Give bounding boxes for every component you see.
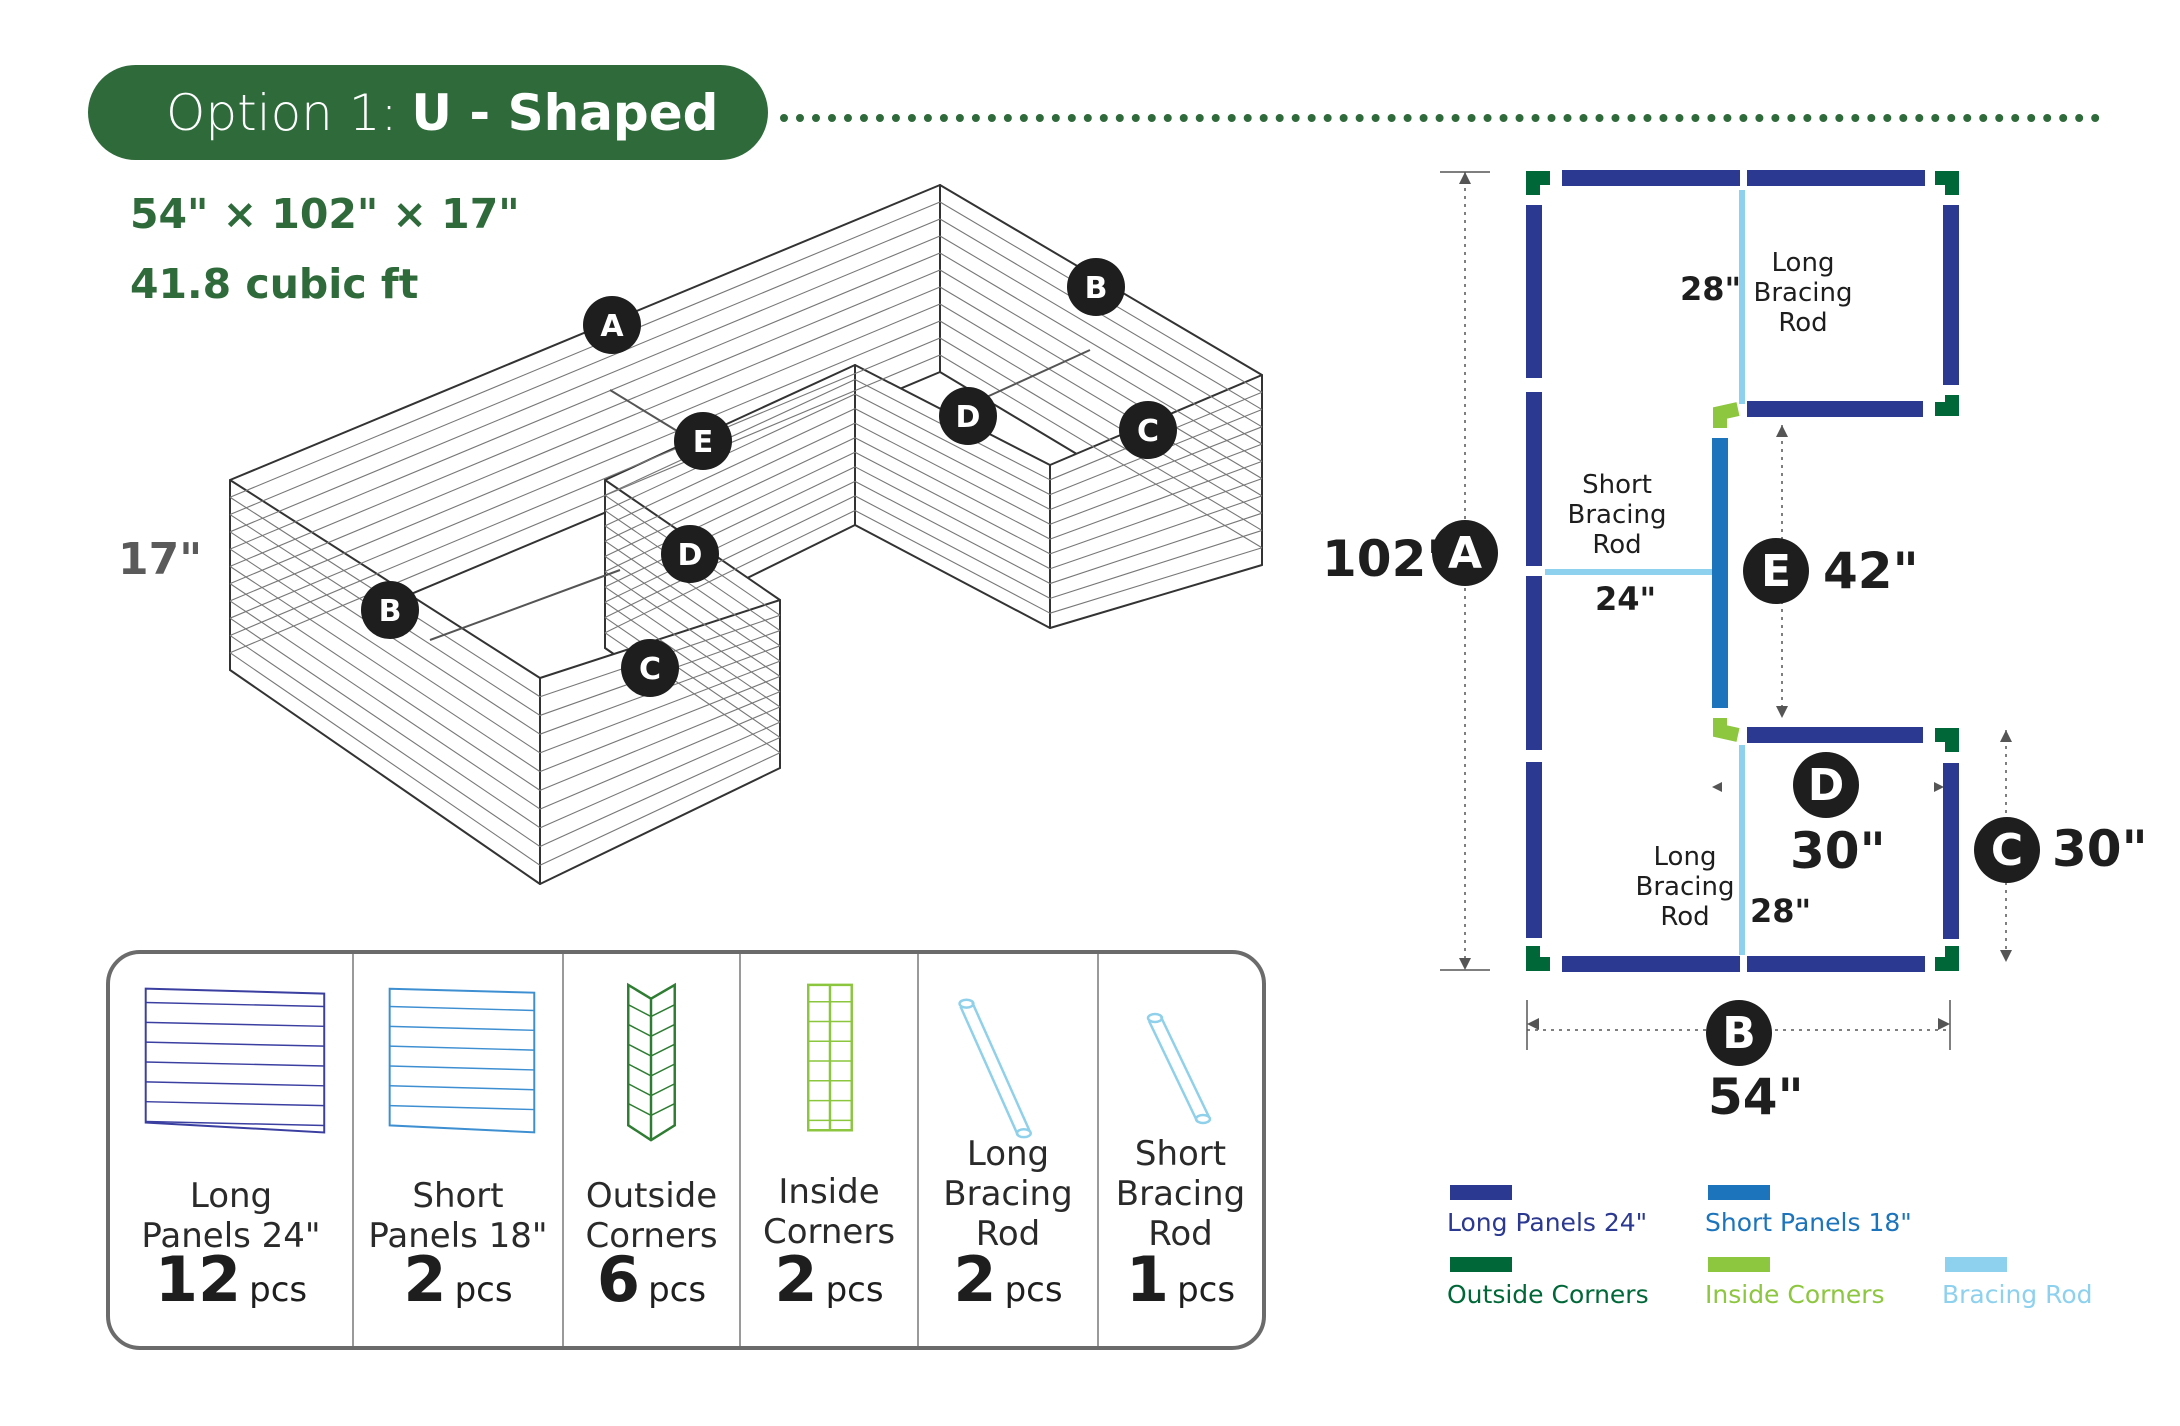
rod-mid-label: Short Bracing Rod — [1567, 470, 1667, 560]
dim-e-value: 42" — [1823, 542, 1919, 600]
option-title-banner: Option 1: U - Shaped — [88, 65, 768, 160]
svg-text:B: B — [379, 594, 402, 629]
part-label: Short Panels 18" — [368, 1176, 548, 1256]
bed-volume: 41.8 cubic ft — [130, 260, 419, 308]
height-label: 17" — [118, 534, 203, 585]
legend-swatch-long-panels — [1450, 1185, 1512, 1200]
legend-long-panels: Long Panels 24" — [1447, 1208, 1648, 1237]
svg-text:E: E — [693, 425, 714, 460]
inside-corner-icon — [807, 983, 853, 1132]
short-panel-icon — [388, 987, 536, 1134]
legend-swatch-short-panels — [1708, 1185, 1770, 1200]
dim-d-value: 30" — [1790, 822, 1886, 880]
rod-mid-length: 24" — [1595, 580, 1657, 618]
callout-c: C — [621, 639, 679, 697]
svg-text:A: A — [600, 309, 624, 344]
callout-b: B — [361, 581, 419, 639]
rod-bot-label: Long Bracing Rod — [1635, 842, 1735, 932]
svg-text:D: D — [678, 538, 703, 573]
outside-corner-icon — [627, 982, 676, 1142]
callout-b: B — [1067, 258, 1125, 316]
svg-text:D: D — [956, 400, 981, 435]
legend-short-panels: Short Panels 18" — [1705, 1208, 1912, 1237]
long-panel-icon — [144, 987, 326, 1134]
dim-b-value: 54" — [1708, 1068, 1804, 1126]
dim-c-value: 30" — [2052, 820, 2148, 878]
callout-d: D — [939, 387, 997, 445]
svg-text:B: B — [1085, 271, 1108, 306]
svg-text:C: C — [1137, 414, 1159, 449]
legend-bracing-rod: Bracing Rod — [1942, 1280, 2093, 1309]
raised-bed-illustration: A B B C C D D E — [229, 184, 1263, 885]
part-label: Long Bracing Rod — [943, 1134, 1073, 1254]
legend-swatch-inside-corners — [1708, 1257, 1770, 1272]
option-prefix: Option 1: — [166, 83, 398, 142]
legend-inside-corners: Inside Corners — [1705, 1280, 1885, 1309]
badge-e: E — [1743, 538, 1809, 604]
shape-name: U - Shaped — [411, 83, 719, 142]
svg-text:C: C — [639, 652, 661, 687]
short-rod-icon — [1146, 1012, 1212, 1125]
part-label: Long Panels 24" — [141, 1176, 321, 1256]
callout-c: C — [1119, 401, 1177, 459]
dim-a-value: 102" — [1322, 530, 1453, 588]
rod-bot-length: 28" — [1750, 892, 1812, 930]
legend-swatch-outside-corners — [1450, 1257, 1512, 1272]
callout-e: E — [674, 412, 732, 470]
rod-top-length: 28" — [1680, 270, 1742, 308]
part-label: Inside Corners — [762, 1172, 896, 1252]
badge-b: B — [1706, 1000, 1772, 1066]
rod-top-label: Long Bracing Rod — [1753, 248, 1853, 338]
callout-d: D — [661, 525, 719, 583]
header-dotted-divider — [780, 114, 2100, 122]
legend-outside-corners: Outside Corners — [1447, 1280, 1649, 1309]
badge-a: A — [1432, 520, 1498, 586]
callout-a: A — [583, 296, 641, 354]
legend-swatch-bracing-rod — [1945, 1257, 2007, 1272]
badge-c: C — [1974, 817, 2040, 883]
part-label: Short Bracing Rod — [1115, 1134, 1246, 1254]
long-rod-icon — [958, 998, 1032, 1139]
bed-dimensions: 54" × 102" × 17" — [130, 190, 520, 238]
badge-d: D — [1793, 752, 1859, 818]
part-label: Outside Corners — [585, 1176, 718, 1256]
